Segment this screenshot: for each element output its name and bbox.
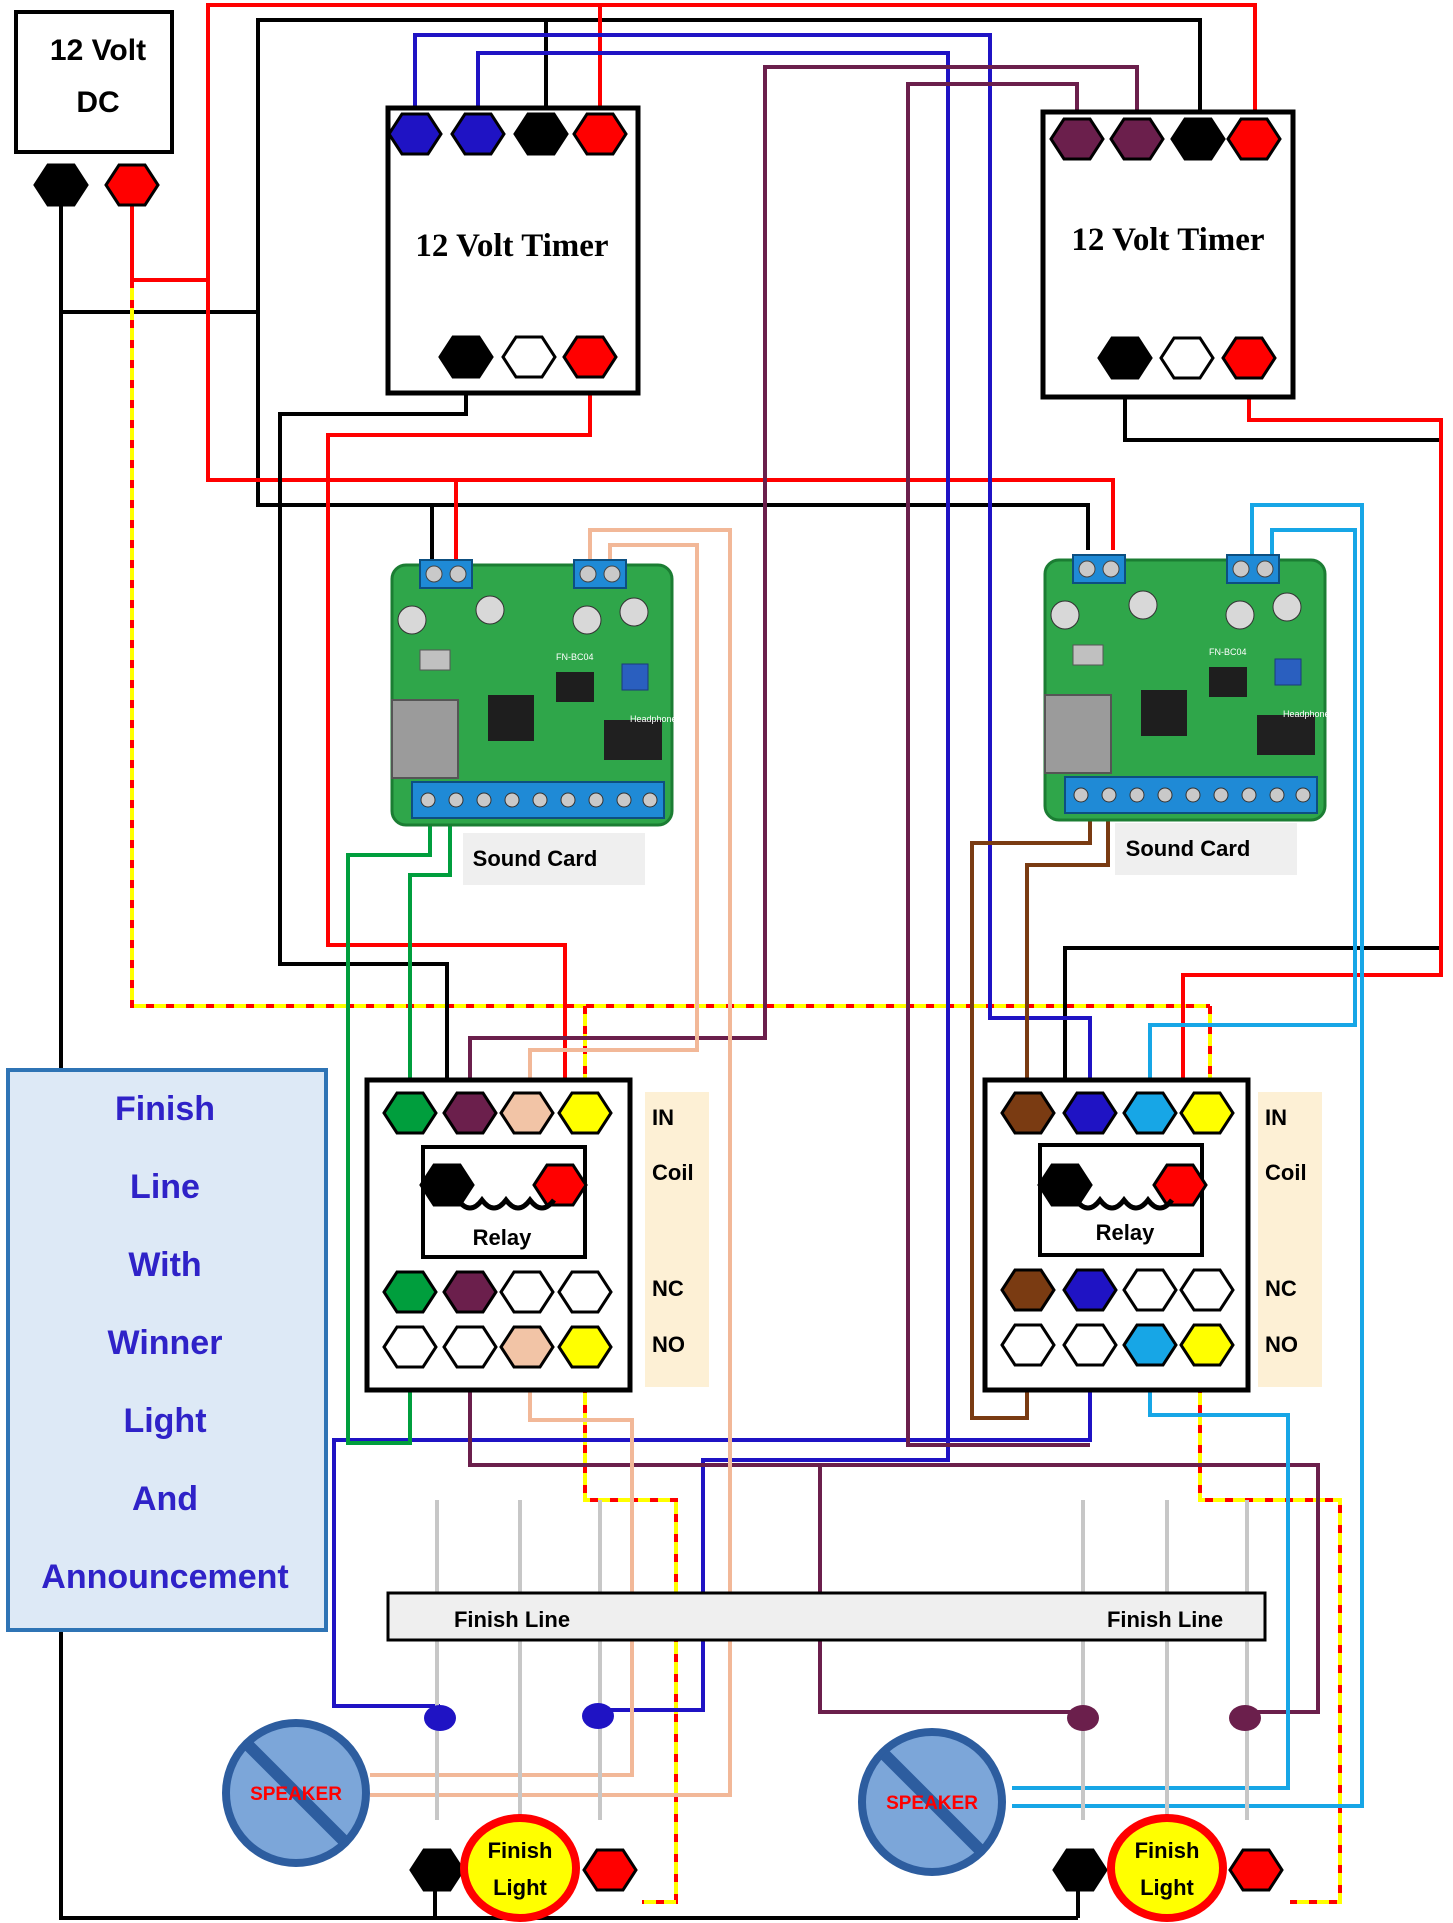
finish-light-right: Finish Light [1052, 1814, 1284, 1922]
finish-light-left-line1: Finish [488, 1838, 553, 1863]
finish-light-right-line2: Light [1140, 1875, 1194, 1900]
title-word: Line [130, 1168, 200, 1206]
relay-left: Relay IN Coil NC NO [364, 1077, 709, 1393]
relay-right-in-label: IN [1265, 1105, 1287, 1130]
timer-right-label: 12 Volt Timer [1071, 222, 1264, 258]
relay-right-label: Relay [1096, 1220, 1155, 1245]
title-word: Light [123, 1402, 206, 1440]
finish-light-left-line2: Light [493, 1875, 547, 1900]
sound-card-left: Headphone FN-BC04 Sound Card [390, 559, 677, 885]
finish-line-label-left: Finish Line [454, 1607, 570, 1632]
speaker-right-label: SPEAKER [886, 1793, 978, 1814]
finish-line-bar: Finish Line Finish Line [386, 1591, 1267, 1642]
sound-card-right-label: Sound Card [1126, 836, 1251, 861]
title-word: And [132, 1480, 198, 1518]
lanes [435, 1500, 1249, 1820]
timer-left: 12 Volt Timer [385, 105, 641, 396]
finish-light-left: Finish Light [409, 1814, 638, 1922]
positive-terminal [104, 163, 160, 207]
finish-line-label-right: Finish Line [1107, 1607, 1223, 1632]
relay-left-nc-label: NC [652, 1276, 684, 1301]
relay-left-in-label: IN [652, 1105, 674, 1130]
sound-card-right: Headphone FN-BC04 Sound Card [1043, 554, 1330, 875]
relay-left-label: Relay [473, 1225, 532, 1250]
title-word: Winner [108, 1324, 223, 1362]
sound-card-left-silk2: FN-BC04 [556, 652, 594, 662]
title-word: With [128, 1246, 201, 1284]
wire-red-main [130, 185, 1115, 550]
speaker-left-label: SPEAKER [250, 1784, 342, 1805]
wires [59, 3, 1443, 1920]
speaker-left: SPEAKER [222, 1719, 370, 1867]
negative-terminal [33, 163, 89, 207]
relay-left-coil-label: Coil [652, 1160, 694, 1185]
relay-right-coil-label: Coil [1265, 1160, 1307, 1185]
speaker-right: SPEAKER [858, 1728, 1006, 1876]
lane-sensors [424, 1703, 1261, 1731]
timer-left-label: 12 Volt Timer [415, 228, 608, 264]
sound-card-right-silk1: Headphone [1283, 709, 1330, 719]
finish-light-right-line1: Finish [1135, 1838, 1200, 1863]
timer-left-terminal [387, 112, 443, 156]
relay-right: Relay IN Coil NC NO [982, 1077, 1322, 1393]
title-panel: Finish Line With Winner Light And Announ… [6, 1068, 328, 1632]
power-supply-line2: DC [76, 86, 119, 119]
sound-card-left-label: Sound Card [473, 846, 598, 871]
power-terminals [33, 163, 160, 207]
sound-card-left-silk1: Headphone [630, 714, 677, 724]
relay-right-nc-label: NC [1265, 1276, 1297, 1301]
title-word: Announcement [41, 1558, 288, 1596]
relay-left-no-label: NO [652, 1332, 685, 1357]
power-supply-line1: 12 Volt [50, 34, 146, 67]
wire-black-main [59, 185, 437, 1920]
power-supply: 12 Volt DC [14, 10, 174, 154]
sound-card-right-silk2: FN-BC04 [1209, 647, 1247, 657]
relay-right-no-label: NO [1265, 1332, 1298, 1357]
title-word: Finish [115, 1090, 215, 1128]
timer-right: 12 Volt Timer [1040, 109, 1296, 400]
